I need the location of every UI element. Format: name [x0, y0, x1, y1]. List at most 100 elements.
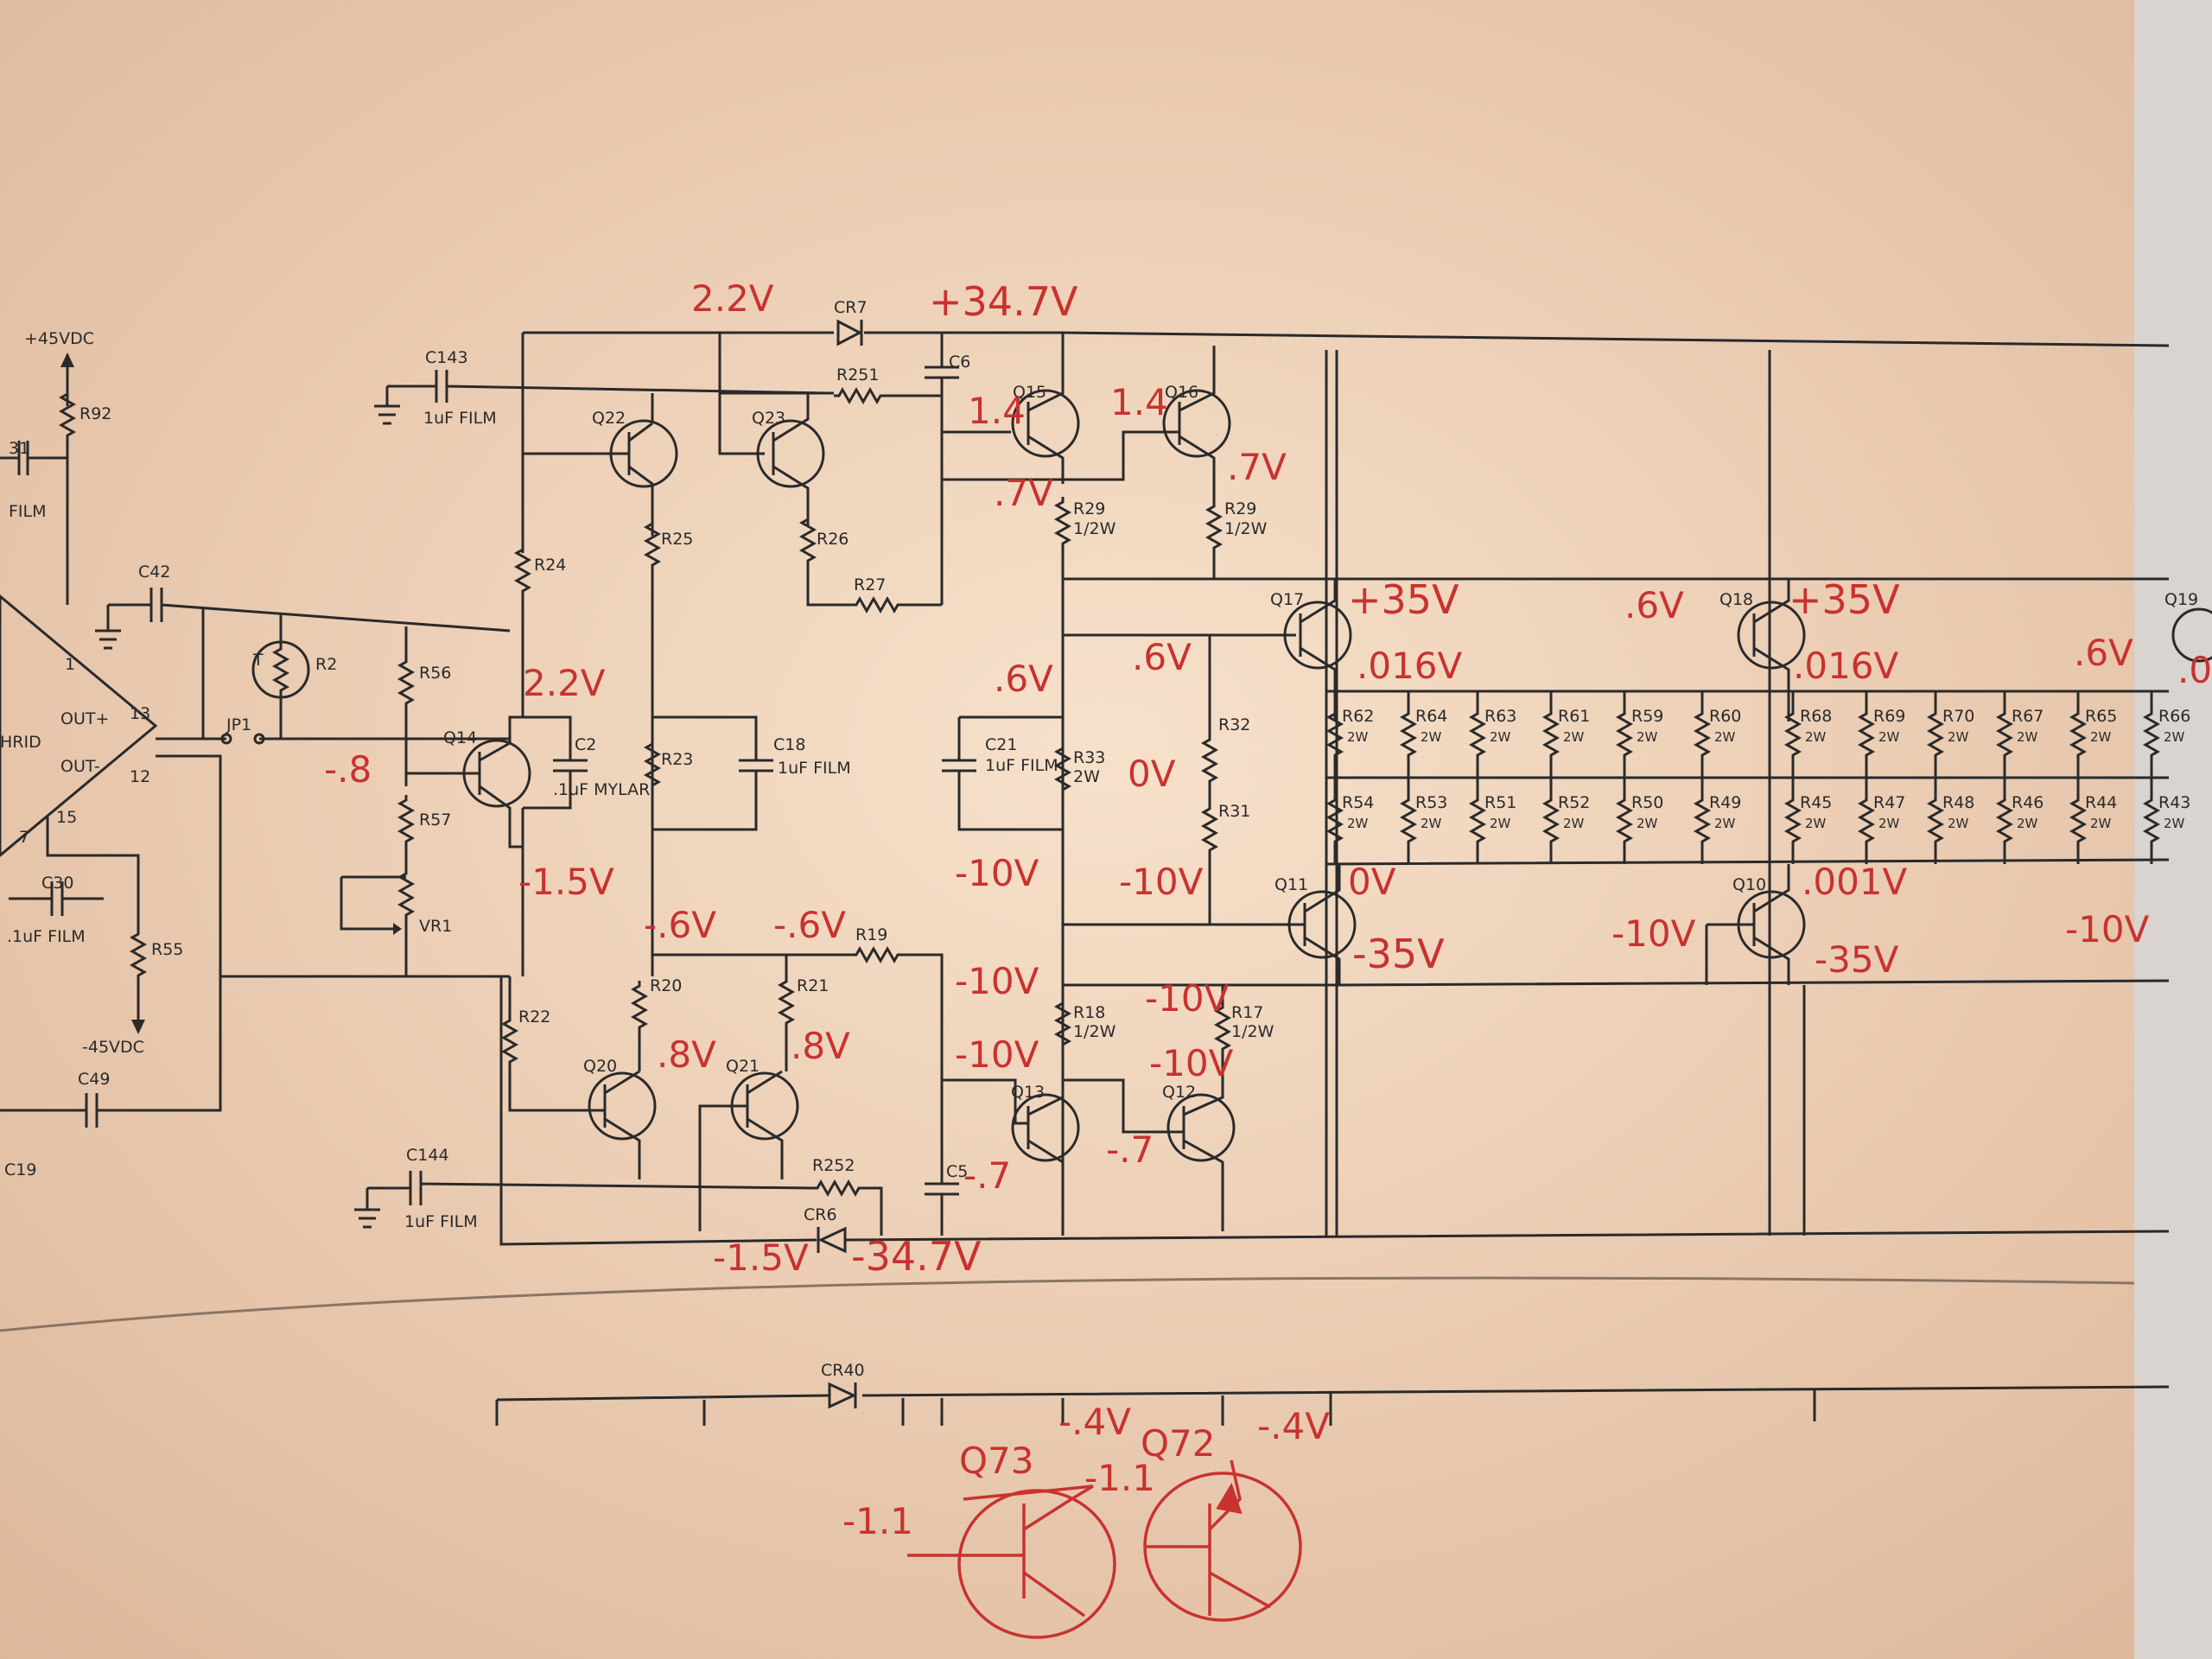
r29b-value: 1/2W [1224, 519, 1268, 538]
lower-label-r45: R45 [1800, 793, 1832, 812]
upper-label-r59: R59 [1631, 707, 1663, 726]
r29b-label: R29 [1224, 499, 1256, 518]
u-pin15: 15 [56, 808, 77, 827]
q12-label: Q12 [1162, 1083, 1196, 1102]
upper-watt-r65: 2W [2090, 729, 2112, 745]
u-out-minus: OUT- [60, 757, 100, 776]
lower-label-r53: R53 [1415, 793, 1447, 812]
cr6-label: CR6 [804, 1205, 837, 1224]
c30-label: C30 [41, 874, 73, 893]
r24-label: R24 [534, 556, 566, 575]
note-cr6: -1.5V [713, 1236, 809, 1279]
cr7-label: CR7 [834, 298, 868, 317]
u-pin12: 12 [130, 767, 150, 786]
note-q73-emitter: -.4V [1058, 1401, 1131, 1443]
c31-label: 31 [9, 439, 29, 458]
c18-label: C18 [773, 735, 805, 754]
upper-label-r60: R60 [1709, 707, 1741, 726]
note-q14-emitter: -1.5V [518, 861, 614, 903]
note-minus10-e: -10V [955, 1033, 1039, 1076]
upper-watt-r66: 2W [2164, 729, 2185, 745]
note-q15-base: 1.4 [968, 390, 1026, 432]
lower-watt-r50: 2W [1637, 816, 1658, 831]
cr40-label: CR40 [821, 1361, 865, 1380]
note-q12: -.7 [1106, 1128, 1154, 1171]
lower-label-r47: R47 [1873, 793, 1905, 812]
note-neg-rail: -34.7V [851, 1233, 982, 1280]
c143-label: C143 [425, 348, 468, 367]
driver-stage: CR7 C143 1uF FILM R251 C6 R24 Q22 R25 Q2… [354, 298, 2170, 1254]
r252-label: R252 [812, 1156, 855, 1175]
note-minus10-d: -10V [1145, 977, 1230, 1020]
upper-label-r64: R64 [1415, 707, 1447, 726]
q15-label: Q15 [1013, 383, 1046, 402]
lower-label-r49: R49 [1709, 793, 1741, 812]
upper-label-r65: R65 [2085, 707, 2117, 726]
c144-value: 1uF FILM [404, 1212, 478, 1231]
upper-watt-r70: 2W [1948, 729, 1969, 745]
lower-label-r50: R50 [1631, 793, 1663, 812]
lower-label-r51: R51 [1484, 793, 1516, 812]
upper-label-r70: R70 [1942, 707, 1974, 726]
upper-label-r69: R69 [1873, 707, 1905, 726]
note-q13: -.7 [963, 1154, 1011, 1197]
c31-film: FILM [9, 502, 47, 521]
c18-value: 1uF FILM [778, 759, 851, 778]
note-q14-base: -.8 [324, 748, 372, 791]
lower-watt-r53: 2W [1421, 816, 1442, 831]
op-amp-symbol [0, 594, 158, 857]
q16-label: Q16 [1165, 383, 1198, 402]
upper-watt-r61: 2W [1563, 729, 1585, 745]
r29a-label: R29 [1073, 499, 1105, 518]
u-name: HRID [0, 733, 41, 752]
upper-resistor-bank: R622WR642WR632WR612WR592WR602WR682WR692W… [1327, 691, 2190, 778]
upper-label-r61: R61 [1558, 707, 1590, 726]
upper-watt-r59: 2W [1637, 729, 1658, 745]
note-pos-rail: +34.7V [929, 278, 1078, 325]
c143-value: 1uF FILM [423, 409, 497, 428]
lower-watt-r47: 2W [1878, 816, 1900, 831]
r33-label: R33 [1073, 748, 1105, 767]
note-q17-emitter: .016V [1357, 645, 1463, 687]
note-q72-label: Q72 [1141, 1422, 1216, 1465]
note-q72-emitter: -.4V [1257, 1405, 1330, 1447]
r33-value: 2W [1073, 767, 1100, 786]
r56-label: R56 [419, 664, 451, 683]
lower-label-r43: R43 [2158, 793, 2190, 812]
q14-label: Q14 [443, 728, 477, 747]
r23-label: R23 [661, 750, 693, 769]
r31-label: R31 [1218, 802, 1250, 821]
note-minus10-b: -10V [1119, 861, 1204, 903]
upper-watt-r69: 2W [1878, 729, 1900, 745]
r2-label: R2 [315, 655, 337, 674]
r21-label: R21 [797, 976, 829, 995]
r27-label: R27 [854, 575, 886, 594]
lower-watt-r54: 2W [1347, 816, 1369, 831]
note-q19-emitter: .0 [2177, 649, 2212, 691]
upper-label-r67: R67 [2012, 707, 2044, 726]
r18-label: R18 [1073, 1003, 1105, 1022]
u-pin7: 7 [19, 828, 29, 847]
note-q11-collector: -35V [1352, 931, 1445, 977]
note-q19-base: .6V [2074, 632, 2133, 674]
lower-label-r54: R54 [1342, 793, 1374, 812]
supply-neg-label: -45VDC [82, 1038, 144, 1057]
lower-watt-r45: 2W [1805, 816, 1827, 831]
u-pin1: 1 [65, 655, 75, 674]
r25-label: R25 [661, 530, 693, 549]
q13-label: Q13 [1011, 1083, 1045, 1102]
upper-label-r63: R63 [1484, 707, 1516, 726]
note-q20: .8V [657, 1033, 716, 1076]
lower-watt-r44: 2W [2090, 816, 2112, 831]
u-pin13: 13 [130, 704, 150, 723]
upper-watt-r67: 2W [2017, 729, 2038, 745]
r32-label: R32 [1218, 715, 1250, 734]
thermistor-t: T [252, 651, 264, 670]
q10-label: Q10 [1732, 875, 1766, 894]
note-minus10-h: -10V [2065, 908, 2150, 950]
note-r21-top: -.6V [773, 904, 846, 946]
q18-label: Q18 [1719, 590, 1753, 609]
c6-label: C6 [949, 353, 970, 372]
